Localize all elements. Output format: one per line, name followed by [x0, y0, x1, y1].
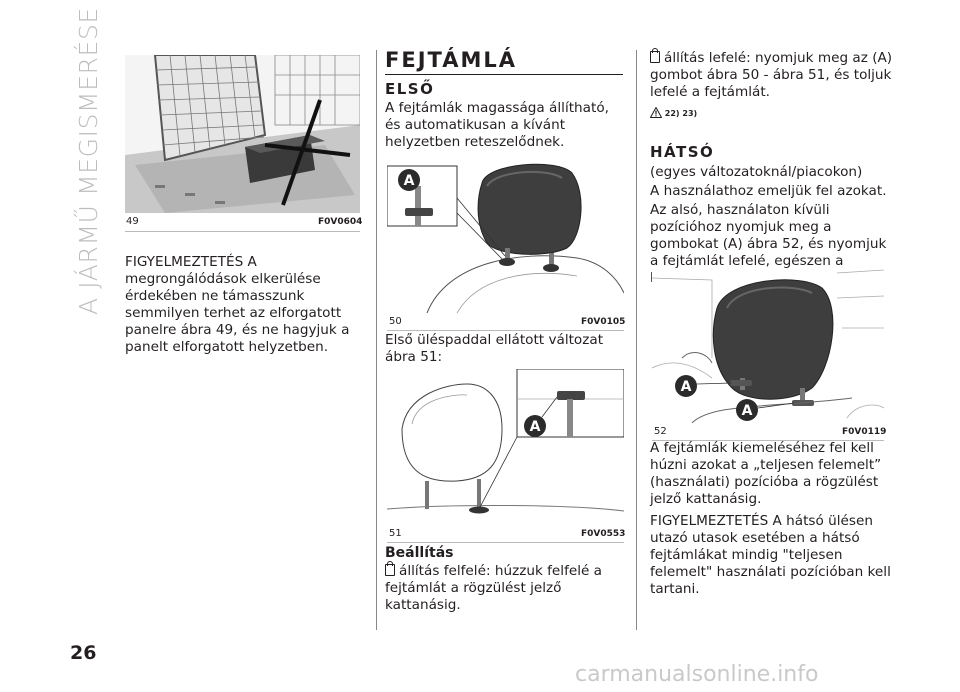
- remove-paragraph: A fejtámlák kiemeléséhez fel kell húzni …: [650, 440, 882, 507]
- figure-51-label-a: A: [530, 419, 541, 435]
- page-number: 26: [70, 642, 97, 664]
- rear-variant-note: (egyes változatoknál/piacokon): [650, 164, 863, 180]
- figure-52-label-a1: A: [681, 379, 692, 395]
- section-heading: FEJTÁMLÁ: [385, 48, 517, 72]
- section-heading-rule: [385, 74, 623, 75]
- figure-50-label-a: A: [404, 173, 415, 189]
- figure-52-caption-rule: [652, 440, 884, 441]
- figure-49-number: 49: [126, 216, 139, 227]
- raise-instruction: állítás felfelé: húzzuk felfelé a fejtám…: [385, 561, 627, 614]
- figure-50-code: F0V0105: [581, 317, 626, 327]
- subheading-rear: HÁTSÓ: [650, 143, 715, 161]
- figure-49-caption-rule: [125, 231, 360, 232]
- cargo-panel-illustration: [125, 55, 360, 213]
- figure-51: A: [387, 369, 624, 524]
- warning-refs: 22) 23): [649, 106, 698, 118]
- subheading-front: ELSŐ: [385, 80, 435, 98]
- figure-52-number: 52: [654, 426, 667, 437]
- rear-warning-paragraph: FIGYELMEZTETÉS A hátsó ülésen utazó utas…: [650, 513, 891, 597]
- warning-refs-text: 22) 23): [664, 109, 698, 118]
- warning-triangle-icon: [649, 106, 663, 118]
- seat-variant-paragraph: Első üléspaddal ellátott változat ábra 5…: [385, 332, 604, 365]
- raise-instruction-text: állítás felfelé: húzzuk felfelé a fejtám…: [385, 563, 603, 613]
- adjustment-heading: Beállítás: [385, 545, 454, 561]
- rear-headrest-illustration: A A: [652, 268, 884, 423]
- column-divider-1: [376, 50, 377, 630]
- figure-49: [125, 55, 360, 213]
- front-headrest-illustration: A: [387, 158, 624, 313]
- figure-50-caption-rule: [387, 330, 624, 331]
- figure-50: A: [387, 158, 624, 313]
- figure-52-label-a2: A: [742, 403, 753, 419]
- column-divider-2: [636, 50, 637, 630]
- checklist-icon: [385, 561, 395, 576]
- front-intro-paragraph: A fejtámlák magassága állítható, és auto…: [385, 100, 609, 150]
- figure-51-code: F0V0553: [581, 529, 626, 539]
- rear-use-text: A használathoz emeljük fel azokat.: [650, 183, 887, 199]
- figure-52: A A: [652, 268, 884, 423]
- figure-50-number: 50: [389, 316, 402, 327]
- bench-headrest-illustration: A: [387, 369, 624, 524]
- figure-49-code: F0V0604: [318, 217, 363, 227]
- watermark: carmanualsonline.info: [575, 662, 819, 687]
- figure-51-caption-rule: [387, 542, 624, 543]
- checklist-icon: [650, 48, 660, 63]
- figure-51-number: 51: [389, 528, 402, 539]
- lower-instruction-text: állítás lefelé: nyomjuk meg az (A) gombo…: [650, 50, 893, 100]
- figure-52-code: F0V0119: [842, 427, 887, 437]
- warning-paragraph: FIGYELMEZTETÉS A megrongálódások elkerül…: [125, 254, 350, 355]
- lower-instruction: állítás lefelé: nyomjuk meg az (A) gombo…: [650, 48, 895, 101]
- side-running-title: A JÁRMŰ MEGISMERÉSE: [74, 7, 103, 315]
